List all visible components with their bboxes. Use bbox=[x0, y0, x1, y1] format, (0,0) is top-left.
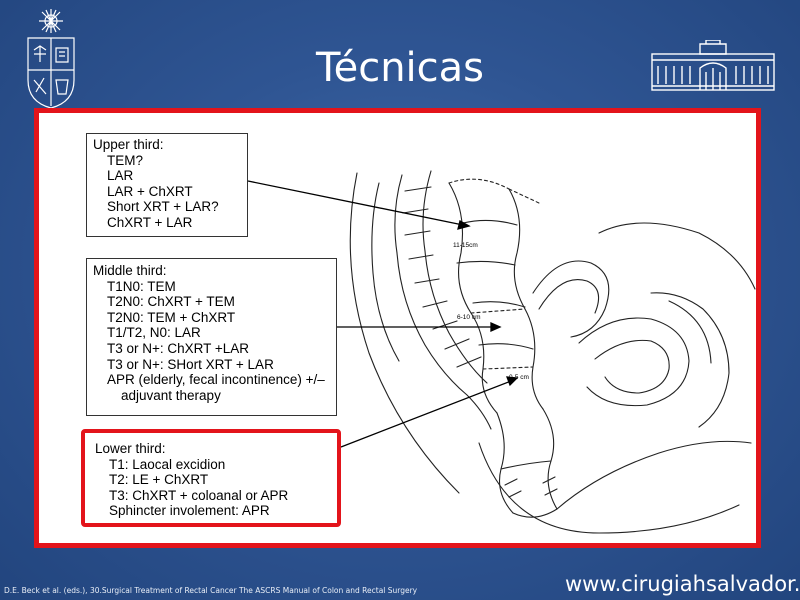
upper-third-item: ChXRT + LAR bbox=[107, 214, 193, 230]
lower-third-distance-label: 0-5 cm bbox=[509, 374, 529, 381]
upper-third-item: LAR bbox=[107, 168, 134, 184]
lower-third-item: T3: ChXRT + coloanal or APR bbox=[109, 487, 289, 503]
middle-third-box: Middle third: T1N0: TEM T2N0: ChXRT + TE… bbox=[86, 258, 337, 416]
middle-third-distance-label: 6-10 cm bbox=[457, 314, 480, 321]
lower-third-item: T2: LE + ChXRT bbox=[109, 472, 209, 488]
diagram-frame: 11-15cm 6-10 cm 0-5 cm Upper third: TEM?… bbox=[34, 108, 761, 548]
lower-third-box: Lower third: T1: Laocal excidion T2: LE … bbox=[81, 429, 341, 527]
upper-third-pointer bbox=[247, 180, 464, 226]
middle-third-continuation: adjuvant therapy bbox=[121, 387, 221, 403]
upper-third-item: LAR + ChXRT bbox=[107, 183, 193, 199]
lower-third-item: Sphincter involement: APR bbox=[109, 503, 270, 519]
upper-third-heading: Upper third: bbox=[93, 137, 164, 152]
middle-third-item: T1/T2, N0: LAR bbox=[107, 325, 201, 341]
upper-third-box: Upper third: TEM? LAR LAR + ChXRT Short … bbox=[86, 133, 248, 237]
middle-third-item: T2N0: ChXRT + TEM bbox=[107, 294, 235, 310]
upper-third-item: TEM? bbox=[107, 152, 144, 168]
middle-third-item: T3 or N+: SHort XRT + LAR bbox=[107, 356, 274, 372]
middle-third-arrowhead bbox=[490, 321, 502, 333]
middle-third-item: T2N0: TEM + ChXRT bbox=[107, 309, 236, 325]
middle-third-item: T3 or N+: ChXRT +LAR bbox=[107, 340, 250, 356]
lower-third-arrowhead bbox=[506, 376, 519, 387]
slide-title: Técnicas bbox=[315, 45, 485, 91]
upper-third-item: Short XRT + LAR? bbox=[107, 199, 219, 215]
upper-third-arrowhead bbox=[457, 220, 471, 230]
middle-third-heading: Middle third: bbox=[93, 263, 167, 278]
source-citation: D.E. Beck et al. (eds.), 30.Surgical Tre… bbox=[4, 586, 418, 595]
middle-third-item: T1N0: TEM bbox=[107, 278, 176, 294]
lower-third-pointer bbox=[340, 380, 512, 448]
rectum-anatomy-drawing: 11-15cm 6-10 cm 0-5 cm bbox=[247, 170, 756, 534]
upper-third-distance-label: 11-15cm bbox=[453, 242, 478, 249]
website-url: www.cirugiahsalvador.cl bbox=[565, 572, 800, 596]
middle-third-item: APR (elderly, fecal incontinence) +/– bbox=[107, 372, 325, 388]
lower-third-heading: Lower third: bbox=[95, 441, 166, 456]
lower-third-item: T1: Laocal excidion bbox=[109, 456, 226, 472]
university-crest-logo bbox=[27, 9, 75, 109]
hospital-building-logo bbox=[651, 40, 775, 91]
